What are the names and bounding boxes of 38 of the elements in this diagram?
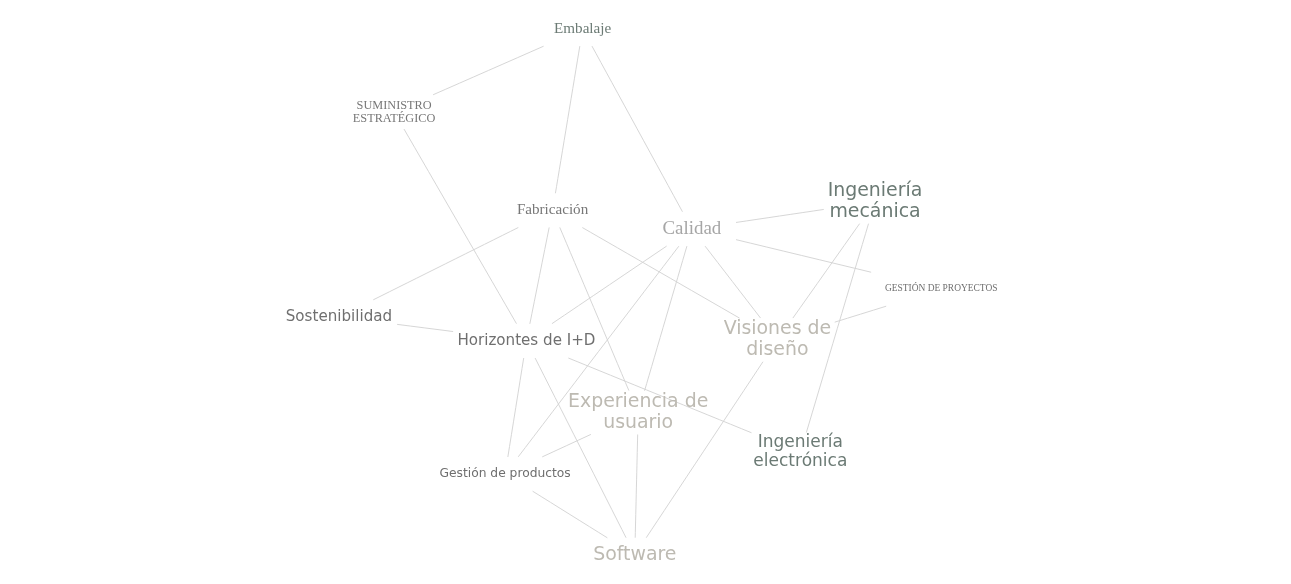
node-text: GESTIÓN DE PROYECTOS — [884, 283, 998, 294]
connector — [531, 490, 608, 539]
node-text: Embalaje — [553, 19, 611, 36]
connector — [558, 226, 629, 392]
connector — [550, 245, 667, 325]
connector — [372, 227, 519, 301]
connector — [634, 434, 638, 539]
connector — [534, 357, 627, 539]
node-text: Experiencia de usuario — [567, 388, 708, 432]
connector — [591, 45, 683, 213]
connector — [805, 223, 869, 433]
connector — [396, 323, 454, 332]
connector — [567, 357, 752, 434]
connector — [541, 433, 591, 458]
node-text: Gestión de productos — [438, 466, 571, 481]
connector — [645, 361, 763, 539]
connector — [735, 208, 824, 223]
connector — [506, 357, 524, 458]
node-text: Visiones de diseño — [723, 316, 831, 360]
node-text: Software — [592, 541, 676, 564]
node-text: Ingeniería mecánica — [827, 178, 922, 221]
node-text: SUMINISTRO ESTRATÉGICO — [352, 97, 435, 125]
connector — [833, 305, 887, 323]
connector — [554, 45, 580, 194]
connector — [528, 227, 550, 325]
node-text: Fabricación — [516, 201, 588, 217]
node-text: Horizontes de I+D — [456, 330, 595, 349]
connector — [581, 227, 740, 319]
connector — [403, 128, 517, 325]
node-text: Calidad — [662, 216, 721, 238]
node-text: Sostenibilidad — [285, 306, 392, 325]
connector — [735, 239, 872, 273]
connector — [643, 245, 687, 392]
connector — [432, 45, 544, 96]
connector — [704, 245, 761, 319]
node-text: Ingeniería electrónica — [752, 431, 847, 471]
connector — [791, 223, 860, 319]
connector — [517, 245, 679, 458]
